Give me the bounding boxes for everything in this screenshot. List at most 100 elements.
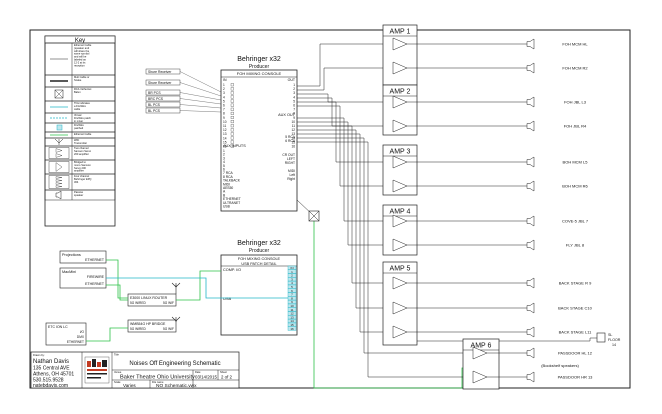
console1-title: Behringer x32	[237, 56, 281, 63]
console1-in-10: 10	[223, 120, 227, 124]
console1-aux-in-3: 3	[223, 156, 225, 160]
bridge-wired: 5G WIRED	[130, 327, 146, 331]
amp-channel-icon	[392, 214, 408, 228]
console1-out-label: OUT	[288, 78, 296, 82]
speaker-label-3-1: BOH MCM L5	[563, 160, 589, 165]
venue: Baker Theatre Ohio University	[120, 375, 195, 381]
speaker-label-5-1: BACK STAGE R 9	[559, 281, 592, 286]
console1-out-5: 5	[293, 99, 295, 103]
speaker-label-2-2: FOH JBL R4	[564, 124, 587, 129]
console1-out-1: 1	[293, 83, 295, 87]
speaker-icon	[526, 180, 535, 192]
amp-channel-icon	[392, 238, 408, 252]
console1-aux-in-16: USB	[223, 205, 231, 209]
console1-out-8: 8	[293, 112, 295, 116]
projections-label: Projections	[62, 253, 81, 257]
speaker-icon	[526, 277, 535, 289]
address-line1: 135 Central AVE	[33, 366, 70, 372]
sub-label-2: FLOOR	[608, 338, 621, 342]
console1-in-12: 12	[223, 128, 227, 132]
console2-channel-16: 16	[290, 327, 294, 331]
console1-in-5: 5	[223, 99, 225, 103]
console1-aux-in-1: 1	[223, 149, 225, 153]
speaker-icon	[526, 347, 535, 359]
etc-io: I/O	[80, 330, 85, 334]
console2-channel-1: 1	[291, 270, 293, 274]
left-devices: Projections ETHERNET MacMini FIREWIRE ET…	[45, 250, 181, 346]
console1-right-7: Left	[290, 173, 296, 177]
etc-ethernet: ETHERNET	[67, 340, 84, 344]
console1-in-11: 11	[223, 124, 227, 128]
speaker-icon	[526, 62, 535, 74]
shure-label-5: BL PCS	[148, 103, 161, 107]
console1-aux-in-13: B	[223, 193, 226, 197]
sheet-number: 2 of 2	[221, 375, 233, 380]
amp-channel-icon	[392, 61, 408, 75]
router-wired: 5G WIRED	[130, 301, 146, 305]
amp-channel-icon	[392, 95, 408, 109]
amp-channel-icon	[392, 37, 408, 51]
scale-label: Scale	[114, 380, 121, 384]
console1-in-9: 9	[223, 116, 225, 120]
venue-label: Venue	[114, 370, 122, 374]
console1-subtitle: Producer	[249, 64, 270, 70]
console1-out-11: 11	[292, 124, 296, 128]
console2-title: Behringer x32	[237, 240, 281, 247]
bookshelf-note: (Bookshelf speakers)	[541, 363, 579, 368]
key-amplifier-icon	[48, 147, 70, 159]
speaker-label-1-1: FOH MCM HL	[562, 42, 588, 47]
console-usb-patch: Behringer x32 Producer FOH MIXING CONSOL…	[220, 240, 298, 336]
console2-channel-4: 4	[291, 281, 293, 285]
speaker-label-5-3: BACK STAGE L11	[559, 330, 593, 335]
title-label: Title	[114, 353, 119, 357]
console2-comp-io: COMP. I/O	[223, 268, 241, 272]
router-name: E3000 LINUX ROUTER	[130, 296, 168, 300]
console1-aux-inputs: AUX INPUTS	[223, 144, 246, 148]
console2-subtitle: Producer	[249, 248, 270, 254]
speaker-label-1-2: FOH MCM R2	[562, 66, 588, 71]
console1-out-12: 12	[291, 128, 295, 132]
console1-right-8: Right	[287, 177, 295, 181]
amp-channel-icon	[392, 276, 408, 290]
console2-channel-7: 7	[291, 293, 293, 297]
macmini-label: MacMini	[62, 270, 76, 274]
console1-in-4: 4	[223, 95, 225, 99]
console1-aux-in-10: MIDI	[223, 182, 230, 186]
speaker-icon	[526, 371, 535, 383]
sheet-border	[29, 29, 631, 389]
console1-aux-in-9: TALKBACK	[223, 179, 241, 183]
console2-channel-9: 9	[291, 300, 293, 304]
email: natebdavis.com	[33, 383, 68, 389]
speaker-icon	[526, 239, 535, 251]
theatre-logo-icon	[84, 356, 110, 384]
etc-title: ETC ION LC	[48, 325, 68, 329]
key-speaker-icon	[55, 190, 62, 200]
console2-channel-11: 11	[290, 308, 293, 312]
console2-channel-IN: IN	[291, 266, 294, 270]
macmini-firewire: FIREWIRE	[87, 275, 105, 279]
console1-in-14: 14	[223, 136, 227, 140]
console1-aux-in-12: A	[223, 190, 226, 194]
speaker-label-6-1: PASSDOOR HL 12	[558, 351, 593, 356]
console2-channel-6: 6	[291, 289, 293, 293]
scale: Varies	[123, 383, 136, 388]
console1-out-13: 13	[291, 132, 295, 136]
console1-aux-in-5: 5	[223, 164, 225, 168]
console1-out-2: 2	[293, 87, 295, 91]
speaker-label-3-2: BOH MCM R6	[562, 184, 588, 189]
console1-out-7: 7	[293, 108, 295, 112]
bridge-wifi: 5G WIF	[163, 327, 174, 331]
date-label: Date	[195, 370, 201, 374]
console2-header1: FOH MIXING CONSOLE	[238, 257, 281, 261]
speaker-label-5-2: BACK STAGE C10	[558, 306, 592, 311]
